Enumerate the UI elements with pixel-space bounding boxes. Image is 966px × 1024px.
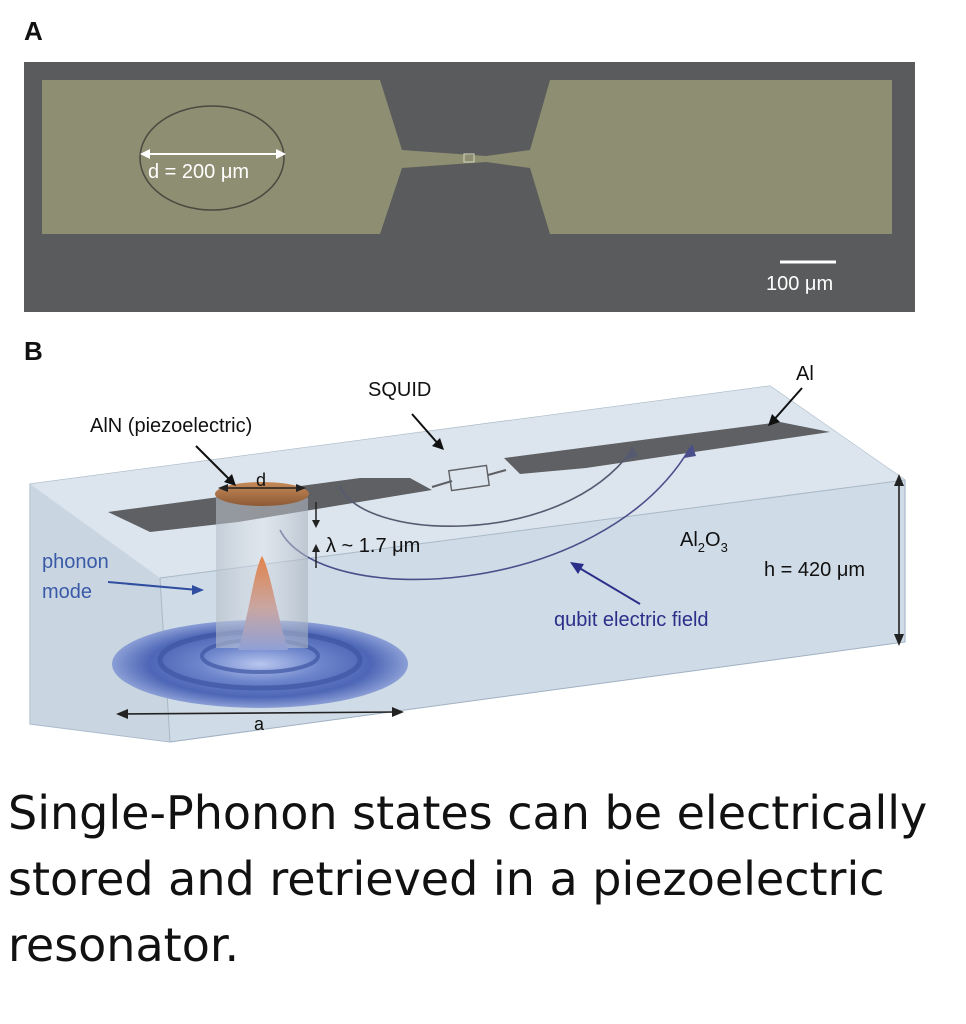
al-pointer [771,387,803,423]
squid-junction [463,153,475,163]
right-electrode [504,422,830,474]
a-label: a [254,714,265,734]
scale-label: 100 μm [766,273,833,295]
field-line-inner [339,449,633,527]
squid-pointer [411,413,441,447]
panel-b-schematic: SQUID Al AlN (piezoelectric) d λ ~ 1.7 μ… [29,363,906,743]
aln-label: AlN (piezoelectric) [90,415,252,437]
phonon-pointer [107,581,199,591]
al-label: Al [796,363,814,385]
phonon-label-line2: mode [42,581,92,603]
squid-loop [448,464,490,492]
field-line-outer [279,447,691,581]
caption-text: Single-Phonon states can be electrically… [8,786,928,972]
lambda-label: λ ~ 1.7 μm [326,535,420,557]
panel-b-letter: B [24,336,43,366]
a-arrow [121,711,399,715]
aln-pointer [195,445,233,483]
phonon-label-line1: phonon [42,551,109,573]
d-label: d [256,470,266,490]
panel-a-micrograph: d = 200 μm 100 μm [24,62,915,312]
left-electrode-pad [42,80,486,234]
field-label: qubit electric field [554,609,709,631]
phonon-mode-peak [238,556,288,650]
field-pointer [575,565,641,605]
al2o3-label: Al2O3 [680,529,728,555]
resonator-outline [139,105,285,211]
diameter-label: d = 200 μm [148,161,249,183]
squid-label: SQUID [368,379,431,401]
panel-a-letter: A [24,16,43,46]
right-electrode-pad [486,80,892,234]
h-label: h = 420 μm [764,559,865,581]
